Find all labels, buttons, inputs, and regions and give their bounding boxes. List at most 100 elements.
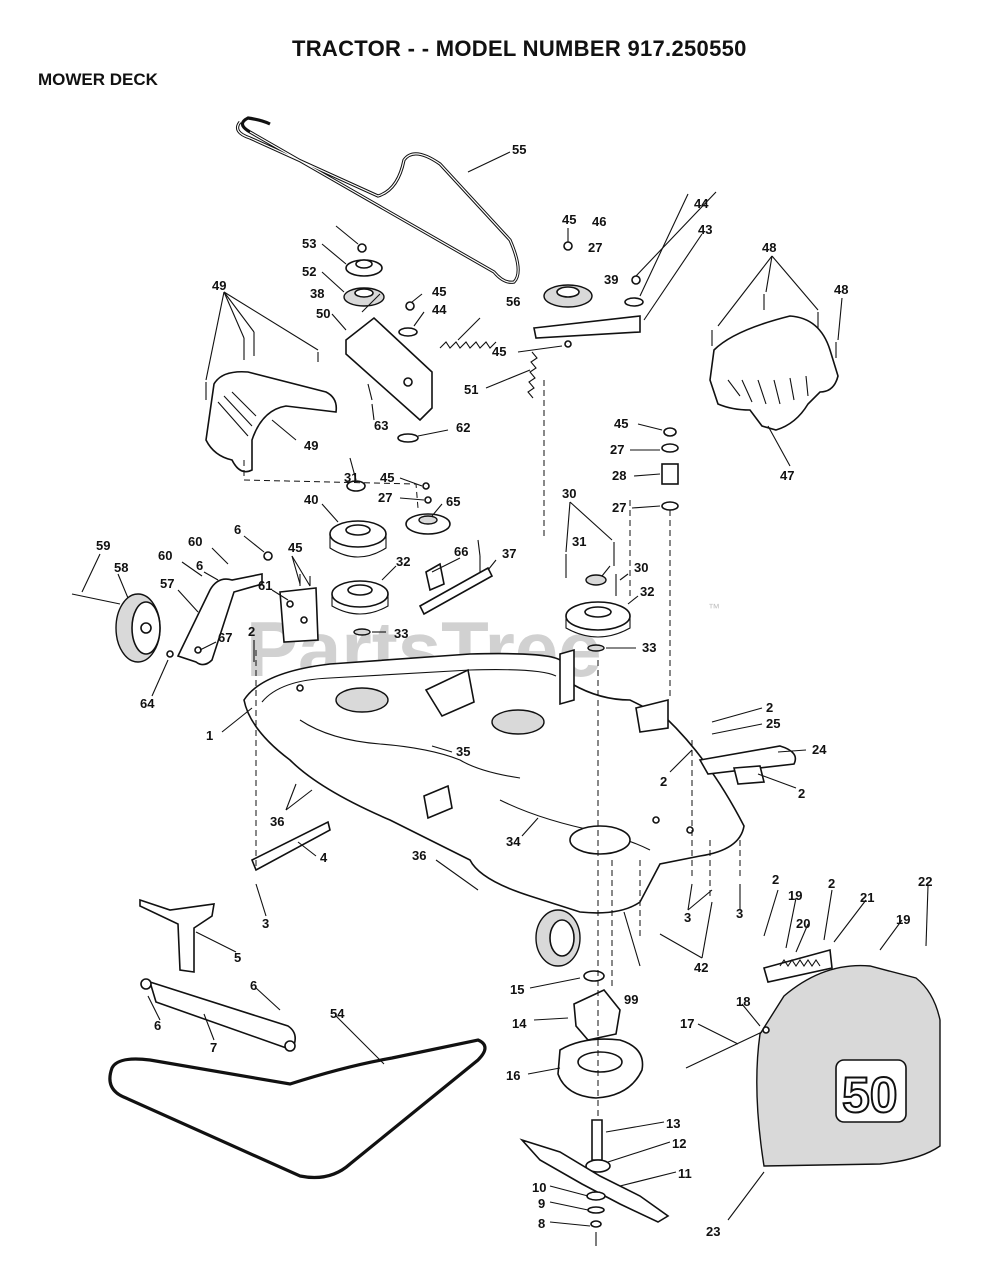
callout-45: 45 — [562, 212, 576, 227]
callout-22: 22 — [918, 874, 932, 889]
callout-11: 11 — [678, 1166, 692, 1181]
callout-4: 4 — [320, 850, 328, 865]
callout-19: 19 — [896, 912, 910, 927]
callout-38: 38 — [310, 286, 324, 301]
belt-54-illustration — [108, 1038, 487, 1180]
mower-deck-housing — [243, 648, 745, 914]
callout-27: 27 — [610, 442, 624, 457]
blade-and-spindle-hardware — [519, 1119, 670, 1246]
callout-31: 31 — [344, 470, 358, 485]
callout-52: 52 — [302, 264, 316, 279]
callout-28: 28 — [612, 468, 626, 483]
callout-9: 9 — [538, 1196, 545, 1211]
spring-parts — [439, 341, 538, 399]
mounting-brackets — [139, 745, 797, 1052]
callout-3: 3 — [684, 910, 691, 925]
spindle-pulleys-left — [329, 480, 451, 636]
callout-67: 67 — [218, 630, 232, 645]
callout-99: 99 — [624, 992, 638, 1007]
callout-32: 32 — [396, 554, 410, 569]
gauge-wheel-left — [71, 551, 319, 666]
callout-18: 18 — [736, 994, 750, 1009]
page-title: TRACTOR - - MODEL NUMBER 917.250550 — [292, 36, 747, 61]
callout-56: 56 — [506, 294, 520, 309]
alignment-lines — [243, 380, 741, 1120]
callout-13: 13 — [666, 1116, 680, 1131]
callout-55: 55 — [512, 142, 526, 157]
callout-49: 49 — [304, 438, 318, 453]
callout-20: 20 — [796, 916, 810, 931]
callout-59: 59 — [96, 538, 110, 553]
callout-labels: 55 45 46 27 44 43 48 48 53 52 38 50 39 4… — [96, 142, 932, 1239]
callout-12: 12 — [672, 1136, 686, 1151]
callout-45: 45 — [288, 540, 302, 555]
callout-6: 6 — [196, 558, 203, 573]
callout-63: 63 — [374, 418, 388, 433]
section-title: MOWER DECK — [38, 70, 158, 89]
callout-61: 61 — [258, 578, 272, 593]
callout-2: 2 — [828, 876, 835, 891]
callout-54: 54 — [330, 1006, 345, 1021]
callout-33: 33 — [642, 640, 656, 655]
belt-guide-brackets — [418, 556, 494, 616]
callout-64: 64 — [140, 696, 155, 711]
callout-34: 34 — [506, 834, 521, 849]
callout-47: 47 — [780, 468, 794, 483]
callout-60: 60 — [188, 534, 202, 549]
callout-45: 45 — [380, 470, 394, 485]
callout-46: 46 — [592, 214, 606, 229]
callout-43: 43 — [698, 222, 712, 237]
callout-27: 27 — [588, 240, 602, 255]
callout-17: 17 — [680, 1016, 694, 1031]
callout-48: 48 — [834, 282, 848, 297]
chute-model-label: 50 — [842, 1067, 898, 1123]
callout-62: 62 — [456, 420, 470, 435]
idler-arm-assembly-right — [533, 241, 644, 348]
idler-pulley-assembly-left — [343, 243, 433, 443]
callout-3: 3 — [736, 906, 743, 921]
callout-15: 15 — [510, 982, 524, 997]
callout-2: 2 — [772, 872, 779, 887]
callout-58: 58 — [114, 560, 128, 575]
callout-57: 57 — [160, 576, 174, 591]
callout-1: 1 — [206, 728, 213, 743]
callout-44: 44 — [694, 196, 709, 211]
callout-36: 36 — [270, 814, 284, 829]
callout-16: 16 — [506, 1068, 520, 1083]
callout-6: 6 — [250, 978, 257, 993]
callout-51: 51 — [464, 382, 478, 397]
callout-2: 2 — [766, 700, 773, 715]
callout-3: 3 — [262, 916, 269, 931]
callout-36: 36 — [412, 848, 426, 863]
callout-40: 40 — [304, 492, 318, 507]
callout-19: 19 — [788, 888, 802, 903]
spindle-pulleys-right — [565, 427, 679, 652]
callout-6: 6 — [154, 1018, 161, 1033]
callout-30: 30 — [562, 486, 576, 501]
callout-60: 60 — [158, 548, 172, 563]
callout-5: 5 — [234, 950, 241, 965]
callout-21: 21 — [860, 890, 874, 905]
callout-32: 32 — [640, 584, 654, 599]
callout-25: 25 — [766, 716, 780, 731]
callout-27: 27 — [378, 490, 392, 505]
callout-37: 37 — [502, 546, 516, 561]
front-wheel-and-spindle — [535, 909, 644, 1099]
discharge-chute: 50 — [685, 948, 941, 1167]
callout-2: 2 — [248, 624, 255, 639]
callout-35: 35 — [456, 744, 470, 759]
callout-45: 45 — [492, 344, 506, 359]
belt-shield-right — [709, 294, 839, 431]
callout-10: 10 — [532, 1180, 546, 1195]
callout-2: 2 — [798, 786, 805, 801]
callout-53: 53 — [302, 236, 316, 251]
callout-14: 14 — [512, 1016, 527, 1031]
callout-6: 6 — [234, 522, 241, 537]
callout-7: 7 — [210, 1040, 217, 1055]
callout-65: 65 — [446, 494, 460, 509]
callout-45: 45 — [614, 416, 628, 431]
callout-50: 50 — [316, 306, 330, 321]
belt-shield-left — [205, 332, 338, 473]
